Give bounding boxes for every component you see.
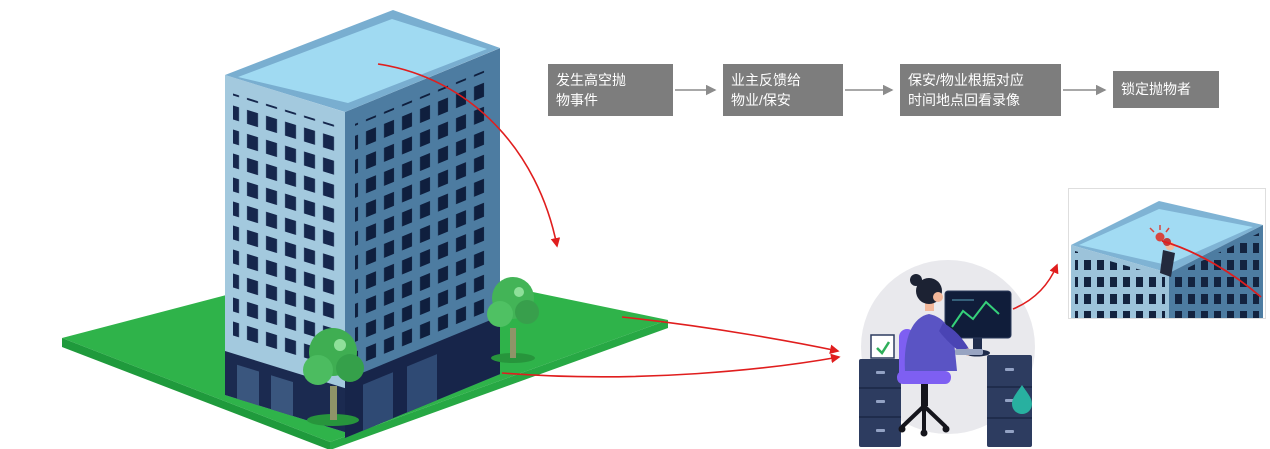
snapshot-building bbox=[1071, 201, 1263, 318]
desk-cabinet-left bbox=[859, 359, 901, 447]
snapshot-scene bbox=[1071, 201, 1263, 318]
entrance-band-right bbox=[345, 316, 500, 438]
entrance-band-left bbox=[225, 351, 345, 433]
building-left-face bbox=[225, 75, 345, 433]
flow-step-owner-report: 业主反馈给 物业/保安 bbox=[723, 64, 843, 116]
water-drop-icon bbox=[1012, 385, 1032, 414]
keyboard-icon bbox=[955, 349, 983, 355]
snapshot-trajectory-line bbox=[1161, 240, 1262, 298]
report-to-security-arrow bbox=[621, 316, 840, 355]
security-room-illustration bbox=[859, 260, 1035, 447]
desk-cabinet-right bbox=[987, 355, 1032, 447]
grass-base bbox=[62, 258, 668, 449]
flow-step-review-footage: 保安/物业根据对应 时间地点回看录像 bbox=[900, 64, 1061, 116]
window-grid-right bbox=[355, 67, 491, 366]
building-roof-rim bbox=[225, 10, 500, 112]
security-guard-figure bbox=[904, 274, 972, 371]
building-roof-top bbox=[238, 19, 487, 103]
office-chair bbox=[897, 329, 951, 437]
flow-step-incident: 发生高空抛 物事件 bbox=[548, 64, 673, 116]
falling-object-arrow bbox=[377, 63, 561, 248]
surveillance-snapshot bbox=[1068, 188, 1266, 319]
building-tower bbox=[225, 10, 500, 438]
tree-icon bbox=[303, 328, 364, 426]
building-right-face bbox=[345, 48, 500, 438]
tree-icon bbox=[487, 277, 539, 363]
monitor-icon bbox=[944, 290, 1012, 357]
background-circle bbox=[861, 260, 1035, 434]
monitor-to-snapshot-arrow bbox=[1012, 263, 1059, 310]
report-to-security-arrow bbox=[501, 353, 841, 378]
photo-frame-icon bbox=[870, 334, 895, 359]
window-grid-left bbox=[233, 93, 338, 374]
flow-step-identify-thrower: 锁定抛物者 bbox=[1113, 71, 1219, 108]
